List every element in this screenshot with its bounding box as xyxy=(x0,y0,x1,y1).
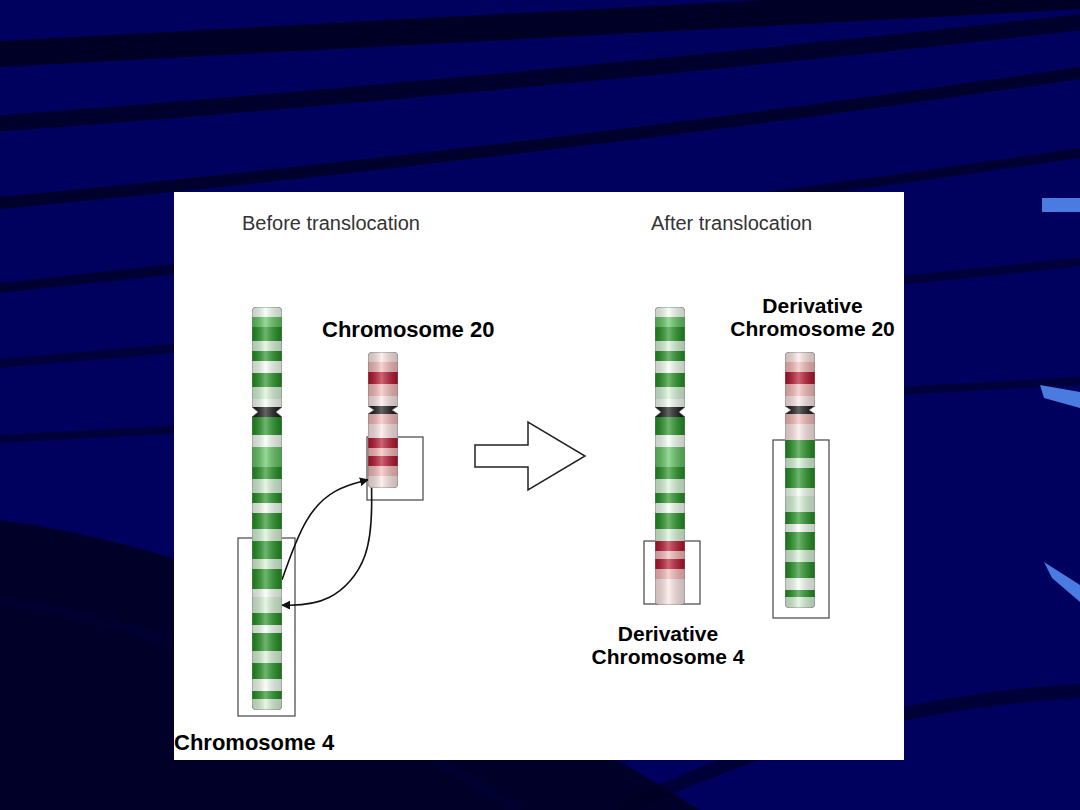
chromosome-label: Chromosome 20 xyxy=(322,318,494,342)
chromosome-drawing xyxy=(785,352,815,608)
chromosome-shading xyxy=(655,307,685,605)
chromosome: Chromosome 20 xyxy=(368,352,398,488)
chromosome-drawing xyxy=(252,307,282,710)
chromosome-label: Chromosome 4 xyxy=(174,731,334,755)
chromosome-drawing xyxy=(655,307,685,605)
chromosome-label: Derivative Chromosome 4 xyxy=(578,623,758,668)
chromosome-outline xyxy=(252,307,282,710)
panel-heading: Before translocation xyxy=(242,212,420,235)
chromosome-outline xyxy=(655,307,685,605)
curved-arrow xyxy=(282,480,368,580)
chromosome-shading xyxy=(368,352,398,488)
chromosome-label: Derivative Chromosome 20 xyxy=(722,295,903,340)
figure-panel xyxy=(174,192,904,760)
edge-marks xyxy=(1040,198,1080,602)
panel-heading: After translocation xyxy=(651,212,812,235)
chromosome: Derivative Chromosome 4 xyxy=(655,307,685,605)
chromosome: Chromosome 4 xyxy=(252,307,282,710)
curved-arrow xyxy=(282,488,372,605)
chromosome-outline xyxy=(368,352,398,488)
chromosome-drawing xyxy=(368,352,398,488)
process-arrow xyxy=(475,422,585,490)
chromosome-shading xyxy=(252,307,282,710)
chromosome: Derivative Chromosome 20 xyxy=(785,352,815,608)
chromosome-outline xyxy=(785,352,815,608)
chromosome-shading xyxy=(785,352,815,608)
